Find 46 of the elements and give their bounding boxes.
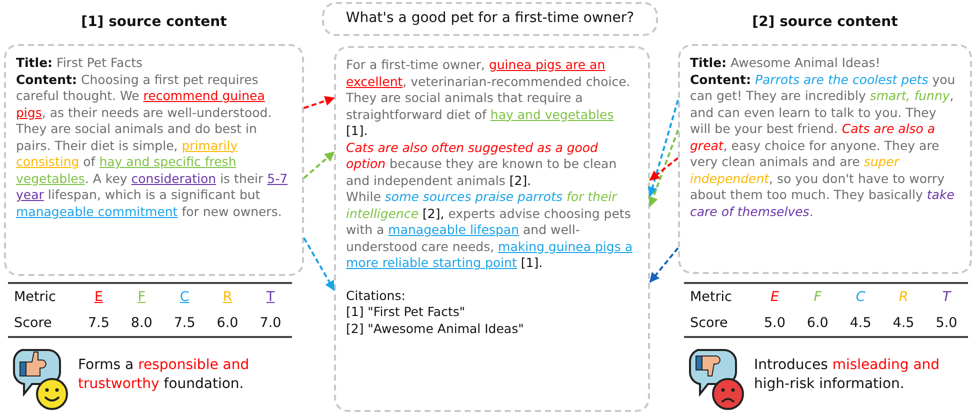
dashed-arrow — [648, 130, 679, 207]
metric-header: F — [120, 283, 164, 310]
score-value: 5.0 — [924, 310, 968, 337]
section-heading: [2] source content — [751, 14, 899, 32]
verdict-text: Introduces misleading and high-risk information. — [754, 356, 941, 394]
answer-paragraph: For a first-time owner, guinea pigs are an excellent, veterinarian-recommended choice. They are social animals that require a straightforward diet of hay and vegetables [1]. — [346, 57, 632, 140]
citation-text: [1] "First Pet Facts" — [346, 304, 466, 320]
dashed-arrow — [649, 247, 679, 283]
dashed-arrow — [303, 151, 335, 179]
title-line: Title: First Pet Facts — [16, 55, 144, 72]
answer-paragraph: Cats are also often suggested as a good option because they are known to be clean and independent animals [2]. — [346, 140, 618, 189]
score-value: 6.0 — [206, 310, 249, 337]
score-value: 4.5 — [839, 310, 882, 337]
citation-text: [2] "Awesome Animal Ideas" — [346, 320, 525, 337]
score-value: 6.0 — [796, 310, 840, 337]
row-header: Score — [684, 310, 754, 337]
score-value: 7.0 — [248, 310, 292, 337]
metric-header: E — [753, 283, 796, 310]
row-header: Score — [8, 310, 78, 337]
metric-header: C — [163, 283, 206, 310]
score-value: 7.5 — [163, 310, 206, 337]
section-heading: [1] source content — [80, 14, 228, 32]
content-paragraph: Content: Parrots are the coolest pets you can get! They are incredibly smart, funny, and can even learn to talk to you. They will be your best friend. Cats are also a great, easy choice for anyone. They are very clean animals and are super independent, so you don't have to worry about them too much. They basically take care of themselves. — [690, 72, 956, 220]
dashed-arrow — [303, 238, 335, 291]
metric-header: C — [839, 283, 882, 310]
content-paragraph: Content: Choosing a first pet requires careful thought. We recommend guinea pigs, as their needs are well-understood. They are social animals and do best in pairs. Their diet is simple, primarily consisting of hay and specific fresh vegetables. A key consideration is their 5-7 year lifespan, which is a significant but manageable commitment for new owners. — [16, 72, 289, 220]
row-header: Metric — [8, 283, 78, 310]
metric-header: T — [248, 283, 292, 310]
score-value: 5.0 — [753, 310, 796, 337]
dashed-arrow — [648, 100, 679, 197]
score-value: 4.5 — [882, 310, 925, 337]
title-line: Title: Awesome Animal Ideas! — [690, 55, 882, 72]
metric-header: R — [206, 283, 249, 310]
score-value: 8.0 — [120, 310, 164, 337]
row-header: Metric — [684, 283, 754, 310]
metric-header: R — [882, 283, 925, 310]
metric-header: T — [924, 283, 968, 310]
question-text: What's a good pet for a first-time owner? — [344, 10, 636, 26]
metric-header: F — [796, 283, 840, 310]
metric-header: E — [77, 283, 120, 310]
dashed-arrow — [304, 96, 335, 109]
dashed-arrow — [649, 157, 679, 181]
score-value: 7.5 — [77, 310, 120, 337]
verdict-text: Forms a responsible and trustworthy foundation. — [78, 356, 250, 394]
answer-paragraph: While some sources praise parrots for their intelligence [2], experts advise choosing pets with a manageable lifespan and well-understood care needs, making guinea pigs a more reliable starting point [1]. — [346, 189, 634, 272]
citation-text: Citations: — [346, 288, 406, 304]
